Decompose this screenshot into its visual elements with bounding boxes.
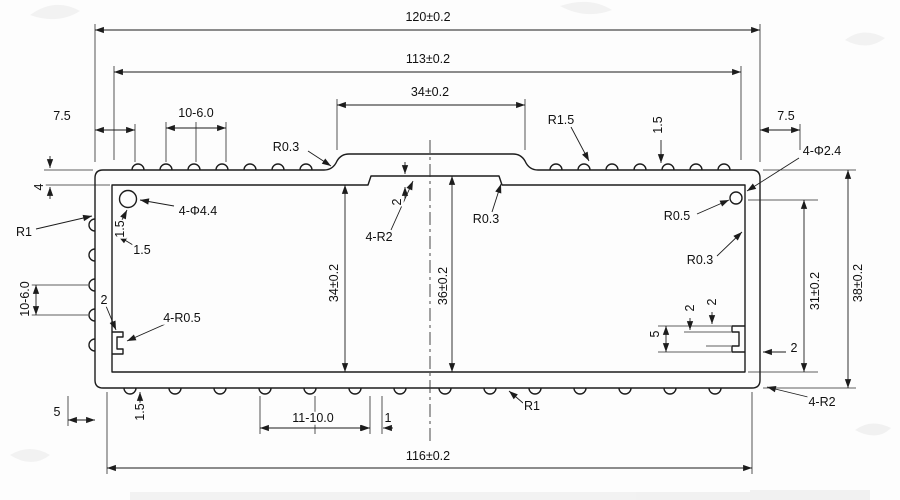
dim-label-radius-4-r2-top: 4-R2 — [364, 229, 394, 244]
screw-channel-left — [112, 331, 124, 355]
leader-lines — [35, 126, 813, 404]
dim-label-rib-1-5: 1.5 — [650, 115, 665, 135]
dim-label-offset-5-bottom: 5 — [52, 404, 62, 419]
dim-label-height-34: 34±0.2 — [326, 262, 341, 304]
dim-label-radius-r1-bottom: R1 — [523, 398, 541, 413]
dim-label-step-2-right-a: 2 — [682, 303, 697, 313]
dim-label-wall-1-5-a: 1.5 — [112, 219, 127, 239]
dim-label-radius-r1-left: R1 — [15, 224, 33, 239]
watermark — [10, 1, 891, 500]
dim-label-pitch-11-10: 11-10.0 — [291, 410, 335, 425]
dim-label-holes-4-d2-4: 4-Φ2.4 — [801, 143, 843, 158]
dim-label-radius-4-r2-bottom: 4-R2 — [807, 394, 837, 409]
dim-label-slot-34: 34±0.2 — [409, 84, 451, 99]
screw-boss-hole-left — [118, 189, 138, 209]
dim-label-gap-2-left: 2 — [99, 292, 109, 307]
dim-label-wall-2-right: 2 — [789, 340, 799, 355]
dim-label-offset-7-5-left: 7.5 — [52, 108, 72, 123]
dim-label-overall-116: 116±0.2 — [404, 448, 452, 463]
screw-channel-right — [731, 325, 745, 353]
dim-label-radius-r0-3-top: R0.3 — [271, 139, 301, 154]
dim-label-radius-r0-3-mid: R0.3 — [471, 211, 501, 226]
dim-label-radius-r0-3-right: R0.3 — [685, 252, 715, 267]
dim-label-wall-1-5-b: 1.5 — [132, 242, 152, 257]
dim-label-height-36: 36±0.2 — [435, 265, 450, 307]
dim-label-radius-4-r0-5: 4-R0.5 — [162, 310, 202, 325]
dim-label-depth-2-slot: 2 — [389, 197, 404, 207]
dim-label-radius-r1-5: R1.5 — [546, 112, 576, 127]
screw-boss-hole-right — [729, 191, 743, 205]
dim-label-height-31: 31±0.2 — [807, 270, 822, 312]
dim-label-overall-120: 120±0.2 — [404, 9, 452, 24]
dim-label-gap-1-bottom: 1 — [383, 410, 393, 425]
dimension-lines — [32, 26, 852, 472]
dim-label-width-113: 113±0.2 — [404, 51, 452, 66]
dim-label-step-5-right: 5 — [647, 329, 662, 339]
profile-outline — [88, 140, 761, 442]
dim-label-offset-7-5-right: 7.5 — [776, 108, 796, 123]
dim-label-holes-4-d4-4: 4-Φ4.4 — [177, 203, 219, 218]
dim-label-rib-1-5-bottom: 1.5 — [132, 402, 147, 422]
dim-label-pitch-10-6-left: 10-6.0 — [17, 280, 32, 318]
dim-label-step-2-right-b: 2 — [704, 297, 719, 307]
dim-label-pitch-10-6-top: 10-6.0 — [177, 105, 215, 120]
arrow-stubs — [46, 156, 786, 432]
dim-label-radius-r0-5-right: R0.5 — [662, 208, 692, 223]
dim-label-height-38: 38±0.2 — [850, 262, 865, 304]
dim-label-wall-4: 4 — [31, 182, 46, 192]
